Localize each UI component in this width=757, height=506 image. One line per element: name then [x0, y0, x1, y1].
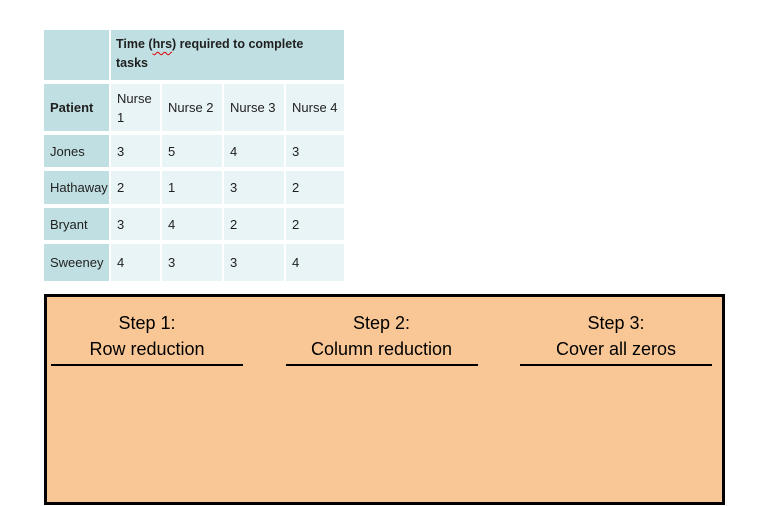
patient-name-cell: Bryant: [44, 208, 109, 240]
column-header-patient: Patient: [44, 84, 109, 131]
value-cell: 4: [111, 244, 160, 281]
column-header-nurse-1: Nurse 1: [111, 84, 160, 131]
value-cell: 4: [286, 244, 344, 281]
table-corner-cell: [44, 30, 109, 80]
value-cell: 3: [111, 208, 160, 240]
value-cell: 3: [224, 171, 284, 204]
patient-name-cell: Hathaway: [44, 171, 109, 204]
value-cell: 1: [162, 171, 222, 204]
table-title: Time (hrs) required to complete tasks: [116, 35, 331, 73]
value-cell: 4: [224, 135, 284, 167]
step-2: Step 2: Column reduction: [285, 310, 478, 366]
step-3-label: Step 3:: [587, 313, 645, 333]
step-1-label: Step 1:: [118, 313, 176, 333]
value-cell: 2: [224, 208, 284, 240]
column-header-nurse-2: Nurse 2: [162, 84, 222, 131]
step-1: Step 1: Row reduction: [51, 310, 243, 366]
value-cell: 3: [162, 244, 222, 281]
value-cell: 3: [286, 135, 344, 167]
table-title-cell: Time (hrs) required to complete tasks: [111, 30, 344, 80]
column-header-nurse-3: Nurse 3: [224, 84, 284, 131]
value-cell: 2: [286, 208, 344, 240]
table-title-misspelled-word: hrs: [152, 37, 173, 51]
cost-table: Time (hrs) required to complete tasks Pa…: [44, 30, 344, 281]
steps-panel: Step 1: Row reduction Step 2: Column red…: [44, 294, 725, 505]
table-title-suffix: ) required to complete tasks: [116, 37, 304, 70]
table-title-prefix: Time (: [116, 37, 153, 51]
value-cell: 2: [111, 171, 160, 204]
value-cell: 3: [111, 135, 160, 167]
step-3: Step 3: Cover all zeros: [520, 310, 712, 366]
patient-name-cell: Sweeney: [44, 244, 109, 281]
step-3-title: Cover all zeros: [520, 336, 712, 366]
value-cell: 2: [286, 171, 344, 204]
value-cell: 4: [162, 208, 222, 240]
column-header-nurse-4: Nurse 4: [286, 84, 344, 131]
step-1-title: Row reduction: [51, 336, 243, 366]
step-2-title: Column reduction: [285, 336, 478, 366]
patient-name-cell: Jones: [44, 135, 109, 167]
step-2-label: Step 2:: [352, 313, 411, 333]
value-cell: 3: [224, 244, 284, 281]
value-cell: 5: [162, 135, 222, 167]
